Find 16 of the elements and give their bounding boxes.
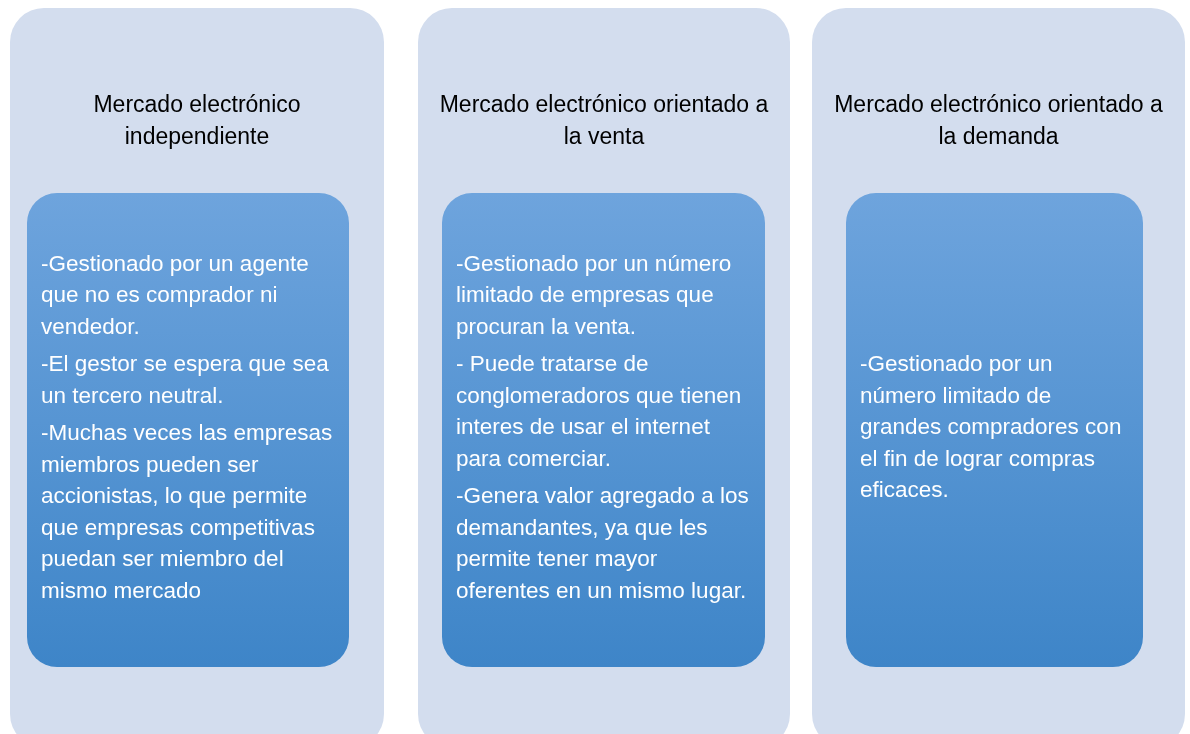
category-panel <box>10 8 384 734</box>
category-panel <box>812 8 1185 734</box>
description-text: -Genera valor agregado a los demandantes, ya que les permite tener mayor oferentes en un mismo lugar. <box>456 482 750 605</box>
description-text: -El gestor se espera que sea un tercero neutral. <box>41 350 330 410</box>
description-box <box>442 193 765 667</box>
panel-heading: Mercado electrónico orientado a la venta <box>438 90 770 151</box>
description-box <box>27 193 349 667</box>
description-text: -Gestionado por un agente que no es comprador ni vendedor. <box>41 249 310 341</box>
description-box <box>846 193 1143 667</box>
panel-heading: Mercado electrónico independiente <box>92 90 302 151</box>
description-text: -Gestionado por un número limitado de empresas que procuran la venta. <box>456 249 733 341</box>
description-text: -Muchas veces las empresas miembros pueden ser accionistas, lo que permite que empresas competitivas puedan ser miembro del mismo mercado <box>41 419 334 605</box>
panel-heading: Mercado electrónico orientado a la demanda <box>833 90 1164 151</box>
description-text: -Gestionado por un número limitado de grandes compradores con el fin de lograr compras eficaces. <box>860 350 1123 505</box>
category-panel <box>418 8 790 734</box>
description-text: - Puede tratarse de conglomeradoros que tienen interes de usar el internet para comerciar. <box>456 350 743 473</box>
